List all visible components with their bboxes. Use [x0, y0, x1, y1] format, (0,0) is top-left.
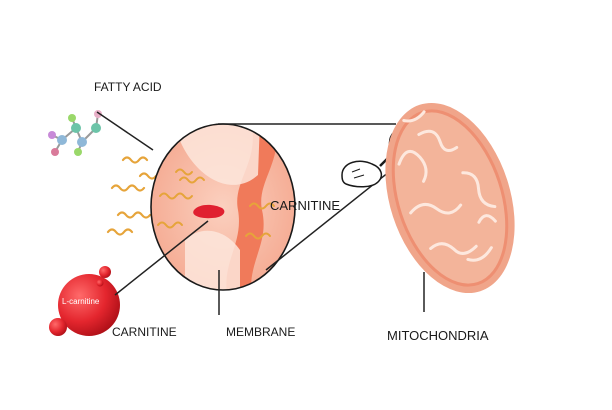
l-carnitine-label: L-carnitine	[62, 297, 100, 306]
fatty-acid-chains	[106, 156, 158, 236]
fatty-acid-label: FATTY ACID	[94, 80, 162, 94]
magnified-membrane-circle	[150, 123, 296, 291]
mitochondrion-icon	[385, 102, 515, 294]
carnitine-label-middle: CARNITINE	[270, 198, 341, 213]
membrane-label: MEMBRANE	[226, 325, 296, 339]
l-carnitine-pointer-line	[114, 220, 209, 296]
carnitine-blob	[193, 204, 225, 219]
fatty-acid-pointer-line	[96, 111, 154, 151]
carnitine-label-bottom: CARNITINE	[112, 325, 177, 339]
fatty-acid-molecule-icon	[48, 110, 102, 156]
mitochondria-label: MITOCHONDRIA	[387, 328, 489, 343]
l-carnitine-molecule	[49, 266, 120, 336]
